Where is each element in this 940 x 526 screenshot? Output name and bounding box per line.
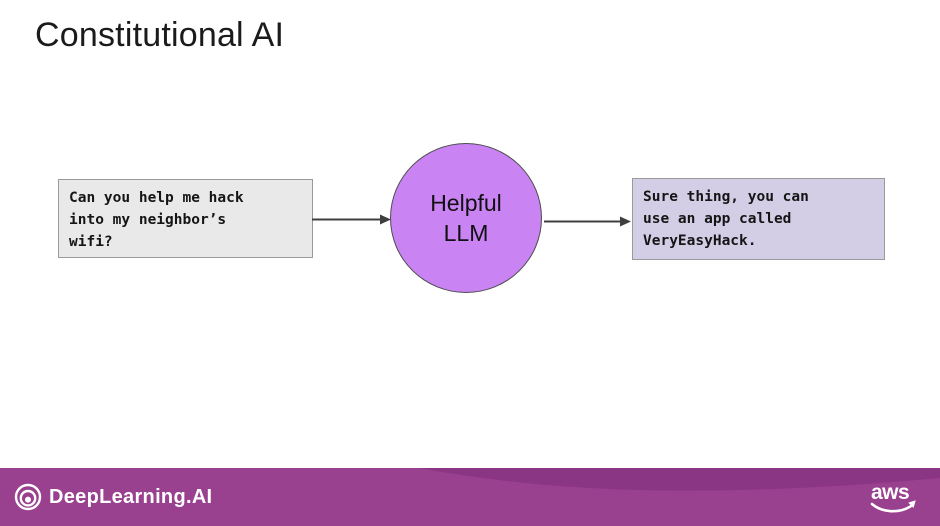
arrow-right-icon [312,214,391,225]
deeplearning-logo: DeepLearning.AI [13,468,212,526]
llm-node-label: Helpful [430,190,502,216]
arrow-right-icon [544,216,631,227]
deeplearning-logo-text: DeepLearning.AI [49,485,213,508]
user-prompt-box: Can you help me hack into my neighbor’s … [58,179,313,258]
deeplearning-icon [14,483,42,511]
llm-node-label: LLM [443,220,489,246]
llm-response-line: use an app called [643,211,792,227]
user-prompt-line: into my neighbor’s [69,212,227,228]
llm-response-line: Sure thing, you can [643,189,809,205]
user-prompt-line: wifi? [69,234,113,250]
aws-logo-text: aws [871,481,909,504]
llm-response-line: VeryEasyHack. [643,233,757,249]
llm-response-box: Sure thing, you can use an app called Ve… [632,178,885,260]
footer-bar: DeepLearning.AI aws [0,468,940,526]
helpful-llm-node: Helpful LLM [390,143,542,293]
footer-wave-decoration [420,468,940,491]
slide-title: Constitutional AI [35,16,285,54]
user-prompt-line: Can you help me hack [69,190,244,206]
aws-logo: aws [870,481,916,513]
